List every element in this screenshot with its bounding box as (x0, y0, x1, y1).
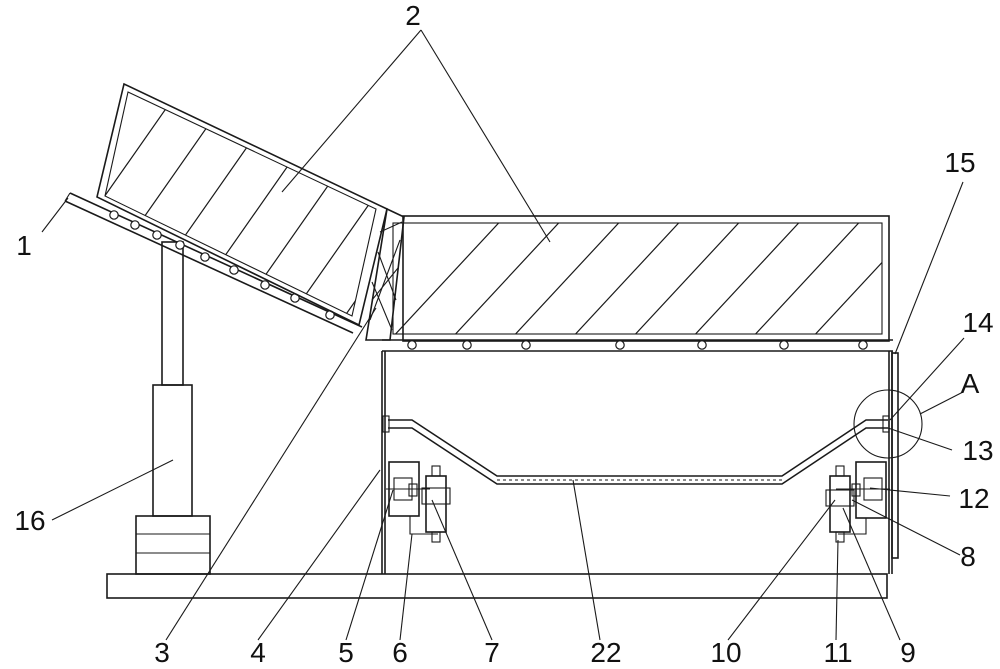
left-drive-assembly (386, 462, 450, 542)
label-22: 22 (590, 637, 621, 668)
label-6: 6 (392, 637, 408, 668)
label-8: 8 (960, 541, 976, 572)
hydraulic-support (136, 242, 210, 574)
base-plate (107, 574, 887, 598)
label-10: 10 (710, 637, 741, 668)
support-base-block (136, 516, 210, 574)
label-a: A (961, 368, 980, 399)
label-1: 1 (16, 230, 32, 261)
tilted-conveyor (65, 193, 362, 333)
tray-belt (383, 416, 889, 484)
label-4: 4 (250, 637, 266, 668)
main-frame (382, 351, 898, 574)
label-5: 5 (338, 637, 354, 668)
left-clamp (383, 416, 389, 432)
tilted-container (60, 60, 480, 400)
hydraulic-cylinder (153, 385, 192, 516)
label-16: 16 (14, 505, 45, 536)
label-15: 15 (944, 147, 975, 178)
leader-lines (42, 30, 964, 640)
horizontal-container (390, 200, 940, 341)
right-drive-assembly (826, 462, 890, 542)
label-9: 9 (900, 637, 916, 668)
label-14: 14 (962, 307, 993, 338)
piston-rod (162, 242, 183, 385)
label-11: 11 (823, 637, 852, 668)
right-clamp (883, 416, 889, 432)
label-7: 7 (484, 637, 500, 668)
label-2: 2 (405, 0, 421, 31)
label-13: 13 (962, 435, 993, 466)
label-3: 3 (154, 637, 170, 668)
label-12: 12 (958, 483, 989, 514)
side-plate (892, 353, 898, 558)
detail-circle-a (854, 390, 922, 458)
